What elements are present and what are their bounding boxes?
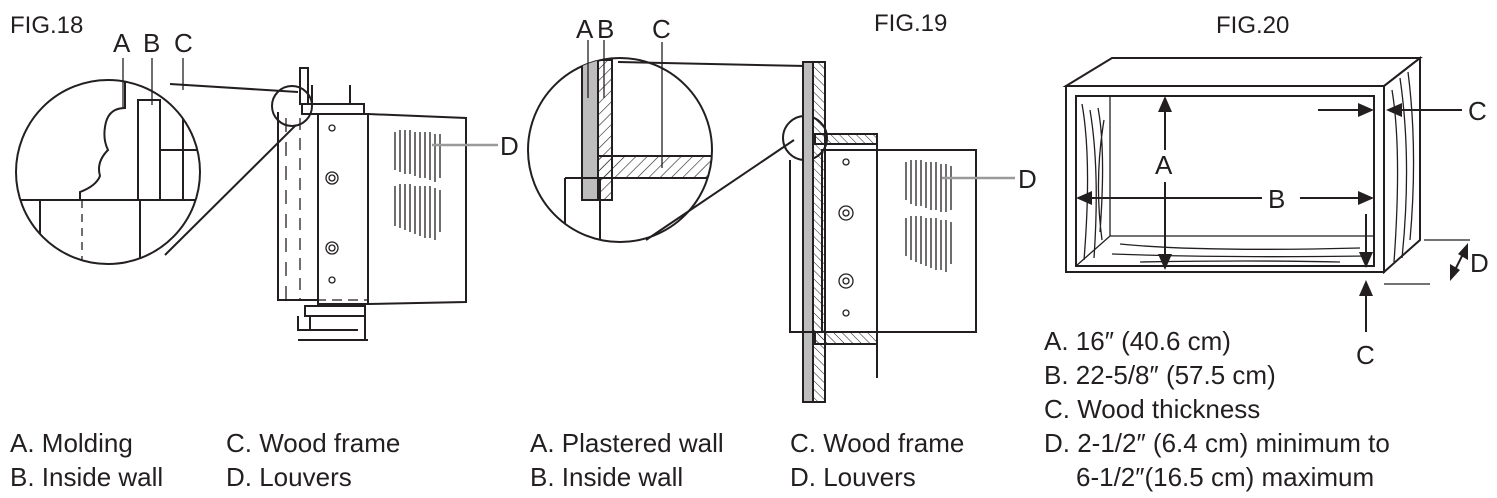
fig18-legend-a: A. Molding xyxy=(10,428,133,458)
fig20-legend-b: B. 22-5/8″ (57.5 cm) xyxy=(1044,360,1276,390)
fig19-legend-c: C. Wood frame xyxy=(790,428,965,458)
fig18-louvers xyxy=(394,130,441,240)
fig18-callout-c: C xyxy=(174,28,193,58)
fig18-legend-c: C. Wood frame xyxy=(226,428,401,458)
fig20-legend-d: D. 2-1/2″ (6.4 cm) minimum to xyxy=(1044,428,1390,458)
fig20-callout-b: B xyxy=(1268,184,1286,214)
fig20-front-frame xyxy=(1065,85,1385,273)
fig20-top-face xyxy=(1062,57,1423,87)
fig19-wood-frame xyxy=(597,155,712,179)
fig18-callout-b: B xyxy=(143,28,161,58)
fig19-legend-a: A. Plastered wall xyxy=(530,428,724,458)
fig20-legend-c: C. Wood thickness xyxy=(1044,394,1261,424)
fig20-title: FIG.20 xyxy=(1216,12,1290,39)
fig19-louvers xyxy=(905,160,952,272)
fig20-callout-c-side: C xyxy=(1468,96,1487,126)
fig20-callout-c-bottom: C xyxy=(1356,340,1375,370)
fig20-legend-a: A. 16″ (40.6 cm) xyxy=(1044,326,1231,356)
fig18-detail-circle xyxy=(15,79,201,265)
fig18-title: FIG.18 xyxy=(10,12,84,39)
fig19-title: FIG.19 xyxy=(874,10,948,37)
fig19-detail-circle xyxy=(527,57,713,243)
fig19-callout-c: C xyxy=(652,14,671,44)
fig19-callout-a: A xyxy=(576,14,594,44)
fig20-legend-d-cont: 6-1/2″(16.5 cm) maximum xyxy=(1076,462,1375,492)
fig20-drawing xyxy=(1062,55,1470,332)
fig19-drawing xyxy=(527,40,1015,403)
fig19-callout-b: B xyxy=(597,14,615,44)
fig18-drawing xyxy=(15,58,498,341)
fig18-legend-d: D. Louvers xyxy=(226,462,352,492)
fig20-callout-d: D xyxy=(1470,248,1489,278)
fig18-inside-wall xyxy=(137,99,161,201)
fig18-legend-b: B. Inside wall xyxy=(10,462,164,492)
fig19-legend-b: B. Inside wall xyxy=(530,462,684,492)
fig19-legend-d: D. Louvers xyxy=(790,462,916,492)
fig18-wood-frame xyxy=(159,149,200,201)
fig18-callout-d: D xyxy=(500,131,519,161)
fig18-callout-a: A xyxy=(113,28,131,58)
fig18-molding-profile xyxy=(79,80,126,200)
fig20-callout-a: A xyxy=(1155,150,1173,180)
fig19-callout-d: D xyxy=(1018,164,1037,194)
